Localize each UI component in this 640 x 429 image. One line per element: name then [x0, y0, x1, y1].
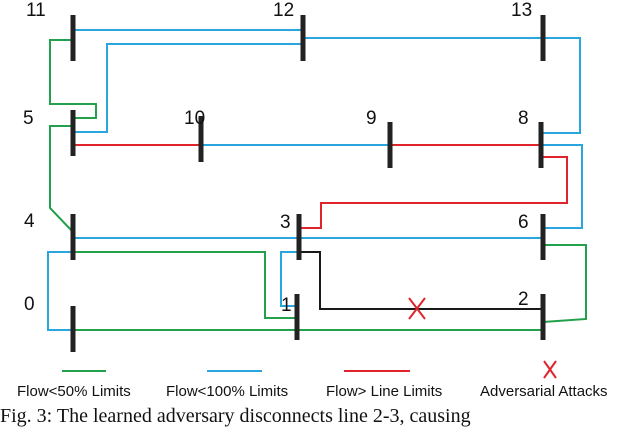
transmission-lines: [47, 29, 587, 331]
line-8-3: [299, 156, 568, 229]
node-label-2: 2: [518, 289, 529, 310]
line-3-2-disconnected: [299, 251, 543, 310]
line-11-5: [49, 39, 97, 119]
line-5-12: [73, 43, 303, 133]
node-label-8: 8: [518, 108, 529, 129]
legend-label-50: Flow<50% Limits: [17, 383, 131, 400]
node-label-13: 13: [511, 0, 532, 21]
node-label-11: 11: [26, 0, 46, 21]
line-4-0: [47, 251, 73, 331]
legend-label-over: Flow> Line Limits: [326, 383, 442, 400]
node-label-0: 0: [24, 294, 35, 315]
figure-caption: Fig. 3: The learned adversary disconnect…: [0, 405, 471, 427]
line-6-2: [542, 244, 587, 323]
buses: [70, 15, 546, 352]
node-label-3: 3: [280, 212, 291, 233]
node-label-10: 10: [184, 108, 205, 129]
legend-label-100: Flow<100% Limits: [166, 383, 288, 400]
node-label-12: 12: [273, 0, 294, 21]
node-label-5: 5: [23, 108, 34, 129]
line-8-6: [543, 144, 583, 229]
node-label-1: 1: [281, 295, 292, 316]
adversarial-attack-x-icon: [408, 297, 426, 320]
legend-label-attack: Adversarial Attacks: [480, 383, 608, 400]
node-labels: 11 12 13 5 10 9 8 4 3 6 0 1 2: [23, 0, 532, 316]
line-4-1: [73, 251, 297, 319]
node-label-6: 6: [518, 212, 529, 233]
line-12-13: [303, 37, 581, 134]
node-label-9: 9: [366, 108, 377, 129]
legend: Flow<50% Limits Flow<100% Limits Flow> L…: [17, 360, 608, 400]
legend-x-icon: [543, 360, 557, 379]
node-label-4: 4: [24, 211, 35, 232]
line-5-4: [49, 125, 74, 233]
line-3-1: [280, 251, 299, 307]
